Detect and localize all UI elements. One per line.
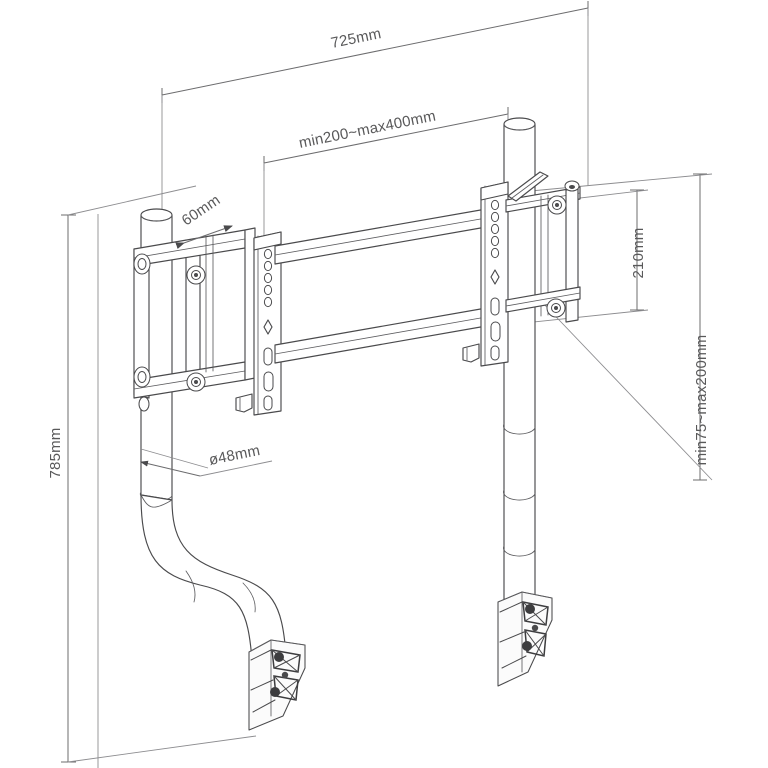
left-strip-holes (263, 248, 273, 308)
right-foot-webbing (499, 601, 549, 669)
right-bracket-bolts (546, 180, 580, 318)
ext-line-bottom-785 (67, 735, 257, 763)
left-strip-diamond-marker (263, 319, 273, 335)
dim-line-overall-width (161, 7, 589, 96)
dim-label-pole-spacing: 60mm (179, 191, 224, 229)
right-bracket (505, 171, 581, 323)
right-strip-holes (490, 199, 500, 259)
left-foot-webbing (250, 649, 301, 713)
left-bracket-bolts (133, 253, 206, 412)
dim-label-overall-width: 725mm (329, 25, 382, 52)
right-bracket-bottom-arm-line (505, 292, 581, 307)
dim-label-bracket-height: 210mm (630, 227, 647, 278)
crossbar-upper-line (274, 216, 493, 256)
crossbars (274, 207, 493, 364)
right-pole-foot (497, 591, 553, 687)
left-strip-slots (263, 347, 274, 411)
right-strip-slots (490, 297, 501, 361)
leader-48mm-upper (140, 448, 209, 469)
left-pole-joint-ring-3 (242, 582, 256, 613)
crossbar-lower-line (274, 315, 493, 355)
left-pole-joint-ring-4 (140, 494, 173, 508)
ext-line-top-200 (519, 173, 713, 193)
left-perforated-strip (235, 231, 282, 416)
left-pole-foot (248, 639, 306, 731)
left-pole-joint-ring-2 (185, 570, 196, 603)
leader-48mm-tail (199, 460, 273, 477)
right-pole-joint-ring-3 (503, 545, 536, 557)
left-strip-top-clip (253, 231, 282, 251)
right-pole-joint-ring-2 (503, 489, 536, 501)
dim-label-mount-height-range: min75~max200mm (693, 335, 710, 466)
leader-lines (140, 225, 273, 477)
dim-label-mount-width-range: min200~max400mm (297, 107, 437, 151)
right-strip-top-clip (480, 181, 509, 201)
left-bracket-plate-edges (205, 234, 214, 373)
left-strip-bottom-hook (235, 393, 253, 413)
dim-label-overall-height: 785mm (47, 427, 64, 478)
right-pole (497, 117, 553, 687)
right-strip-diamond-marker (490, 269, 500, 285)
dim-line-mount-width (263, 113, 509, 164)
ext-line-bottom-200 (539, 299, 713, 481)
left-pole-cap-inner (140, 214, 173, 222)
right-bracket-brace-line (511, 174, 544, 199)
right-pole-joint-ring-1 (503, 423, 536, 435)
right-perforated-strip (462, 181, 509, 367)
right-pole-cap-inner (503, 123, 536, 131)
left-bracket-front-rail (185, 239, 201, 391)
right-strip-bottom-hook (462, 343, 480, 363)
ext-line-top-785 (67, 185, 197, 216)
right-bracket-front-rail (565, 187, 579, 323)
leader-48mm-arrow (140, 460, 201, 477)
leader-60mm (175, 225, 233, 249)
